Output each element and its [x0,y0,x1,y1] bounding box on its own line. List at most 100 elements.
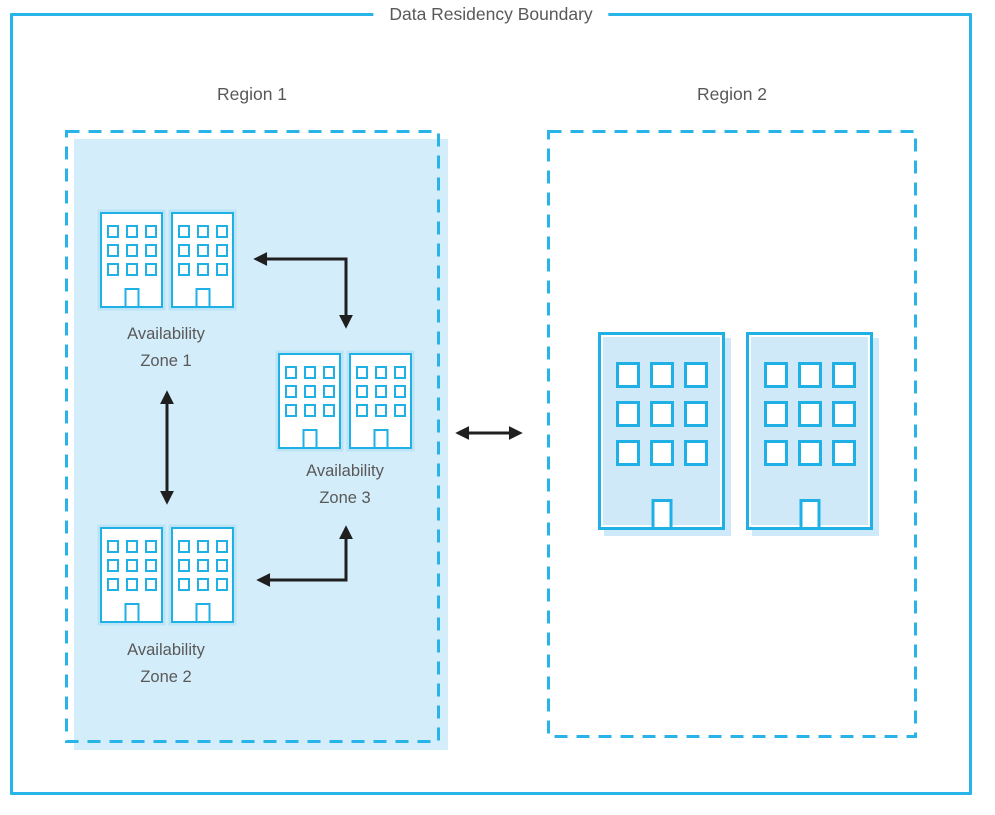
building-icon [171,527,234,623]
building-window [177,263,190,276]
building-icon [100,527,163,623]
building-window [615,362,640,388]
building-window [177,578,190,591]
building-window [144,559,157,572]
building-window [683,401,708,427]
building-window [393,385,406,398]
building-icon [100,212,163,308]
zone-label-line1: Availability [127,641,205,659]
building-window [125,578,138,591]
availability-zone-2-label: Availability Zone 2 [91,637,241,691]
building-windows [102,225,161,276]
building-window [196,225,209,238]
building-door [124,603,139,621]
building-window [303,366,316,379]
availability-zone-1-label: Availability Zone 1 [91,321,241,375]
building-window [649,401,674,427]
zone-label-line1: Availability [127,325,205,343]
zone-label-line2: Zone 2 [140,668,192,686]
arrow-az1-az3 [253,252,353,329]
building-window [683,362,708,388]
building-window [797,440,822,466]
building-window [144,225,157,238]
building-windows [749,362,870,466]
building-window [106,540,119,553]
building-windows [173,225,232,276]
building-windows [351,366,410,417]
building-window [284,366,297,379]
building-window [215,225,228,238]
building-window [125,559,138,572]
building-window [303,385,316,398]
building-window [355,385,368,398]
building-window [649,362,674,388]
building-window [284,404,297,417]
building-windows [280,366,339,417]
building-icon [746,332,873,530]
building-window [303,404,316,417]
building-window [797,362,822,388]
building-window [177,559,190,572]
region-1-label: Region 1 [216,84,288,104]
building-window [106,263,119,276]
building-window [763,362,788,388]
building-door [302,429,317,447]
building-window [196,263,209,276]
region-1-dashed-border [65,130,440,743]
zone-label-line2: Zone 3 [319,489,371,507]
zone-label-line1: Availability [306,462,384,480]
region-2-dashed-border [547,130,917,738]
building-window [144,263,157,276]
building-window [215,263,228,276]
building-door [195,288,210,306]
building-door [373,429,388,447]
building-window [763,440,788,466]
building-window [125,263,138,276]
building-window [831,401,856,427]
building-icon [598,332,725,530]
building-icon [349,353,412,449]
building-window [215,540,228,553]
building-window [322,366,335,379]
building-window [355,404,368,417]
building-window [106,244,119,257]
availability-zone-3-label: Availability Zone 3 [270,458,420,512]
building-window [177,244,190,257]
building-window [196,559,209,572]
building-window [393,404,406,417]
building-window [106,225,119,238]
building-window [196,578,209,591]
building-window [393,366,406,379]
building-window [177,225,190,238]
building-window [177,540,190,553]
building-window [125,244,138,257]
building-window [284,385,297,398]
building-door [799,499,820,527]
arrow-az2-az3 [256,525,353,587]
building-windows [173,540,232,591]
building-window [196,244,209,257]
building-window [355,366,368,379]
building-window [125,225,138,238]
building-window [106,559,119,572]
building-window [615,401,640,427]
building-icon [171,212,234,308]
building-door [195,603,210,621]
building-window [683,440,708,466]
building-window [196,540,209,553]
building-window [144,244,157,257]
region-2-label: Region 2 [696,84,768,104]
building-window [215,244,228,257]
building-window [797,401,822,427]
building-door [124,288,139,306]
building-window [831,362,856,388]
building-windows [102,540,161,591]
building-window [615,440,640,466]
building-windows [601,362,722,466]
zone-label-line2: Zone 1 [140,352,192,370]
building-door [651,499,672,527]
building-icon [278,353,341,449]
building-window [374,404,387,417]
